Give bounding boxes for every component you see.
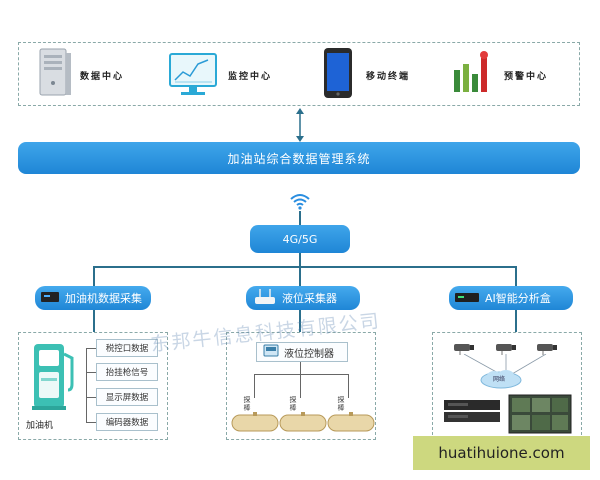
level-drop-1 bbox=[254, 374, 255, 398]
branch-dispenser-label: 加油机数据采集 bbox=[65, 292, 142, 305]
tank-icon bbox=[326, 412, 376, 438]
dispenser-tree-branch-4 bbox=[86, 422, 96, 423]
branch-bus bbox=[93, 266, 516, 268]
connector-pill-3 bbox=[515, 310, 517, 332]
nvr-device-icon bbox=[442, 396, 502, 436]
dispenser-tree-branch-1 bbox=[86, 348, 96, 349]
level-panel bbox=[226, 332, 376, 440]
monitor-center-label: 监控中心 bbox=[228, 72, 273, 82]
mobile-terminal-label: 移动终端 bbox=[366, 72, 411, 82]
level-bus bbox=[254, 374, 348, 375]
camera-icon bbox=[494, 340, 518, 359]
dispenser-item-encoder: 编码器数据 bbox=[96, 413, 158, 431]
dispenser-tree-branch-2 bbox=[86, 372, 96, 373]
cloud-icon bbox=[478, 368, 524, 394]
dispenser-item-display: 显示屏数据 bbox=[96, 388, 158, 406]
data-collector-icon bbox=[40, 290, 60, 307]
dispenser-label: 加油机 bbox=[26, 421, 54, 431]
brand-badge: huatihuione.com bbox=[413, 436, 590, 470]
network-lines bbox=[460, 353, 560, 380]
data-center-label: 数据中心 bbox=[80, 72, 125, 82]
dispenser-item-tax: 税控口数据 bbox=[96, 339, 158, 357]
fuel-pump-icon bbox=[30, 340, 78, 416]
top-centers-panel bbox=[18, 42, 580, 106]
branch-ai-label: AI智能分析盒 bbox=[485, 292, 551, 305]
level-controller-label: 液位控制器 bbox=[284, 348, 334, 360]
network-bar: 4G/5G bbox=[250, 225, 350, 253]
level-controller-box: 液位控制器 bbox=[256, 342, 348, 362]
ai-box-icon bbox=[454, 290, 480, 307]
connector-network-down bbox=[299, 253, 301, 267]
system-bar: 加油站综合数据管理系统 bbox=[18, 142, 580, 174]
dispenser-item-nozzle: 抬挂枪信号 bbox=[96, 363, 158, 381]
connector-wifi bbox=[299, 211, 301, 225]
branch-level-collector: 液位采集器 bbox=[246, 286, 360, 310]
router-icon bbox=[254, 288, 276, 308]
branch-ai-box: AI智能分析盒 bbox=[449, 286, 573, 310]
branch-dispenser-collector: 加油机数据采集 bbox=[35, 286, 151, 310]
branch-level-label: 液位采集器 bbox=[282, 292, 337, 305]
monitor-icon bbox=[168, 52, 218, 102]
connector-pill-2 bbox=[299, 310, 301, 332]
probe-label-1: 探棒 bbox=[243, 396, 251, 412]
camera-icon bbox=[535, 340, 559, 359]
tank-icon bbox=[230, 412, 280, 438]
connector-branch-2 bbox=[299, 266, 301, 286]
cloud-label: 网络 bbox=[493, 376, 506, 383]
probe-label-2: 探棒 bbox=[289, 396, 297, 412]
monitor-wall-icon bbox=[508, 394, 572, 438]
controller-icon bbox=[263, 344, 279, 360]
dispenser-tree-branch-3 bbox=[86, 397, 96, 398]
level-drop-2 bbox=[300, 374, 301, 398]
connector-pill-1 bbox=[93, 310, 95, 332]
connector-branch-1 bbox=[93, 266, 95, 286]
level-trunk bbox=[300, 362, 301, 374]
server-icon bbox=[36, 47, 74, 103]
connector-branch-3 bbox=[515, 266, 517, 286]
alert-chart-icon bbox=[452, 50, 492, 100]
camera-icon bbox=[452, 340, 476, 359]
dispenser-panel bbox=[18, 332, 168, 440]
dispenser-tree-trunk bbox=[86, 348, 87, 423]
alert-center-label: 预警中心 bbox=[504, 72, 549, 82]
double-arrow-icon bbox=[294, 108, 306, 146]
level-drop-3 bbox=[348, 374, 349, 398]
tank-icon bbox=[278, 412, 328, 438]
mobile-icon bbox=[322, 46, 354, 104]
probe-label-3: 探棒 bbox=[337, 396, 345, 412]
wifi-icon bbox=[289, 191, 311, 215]
